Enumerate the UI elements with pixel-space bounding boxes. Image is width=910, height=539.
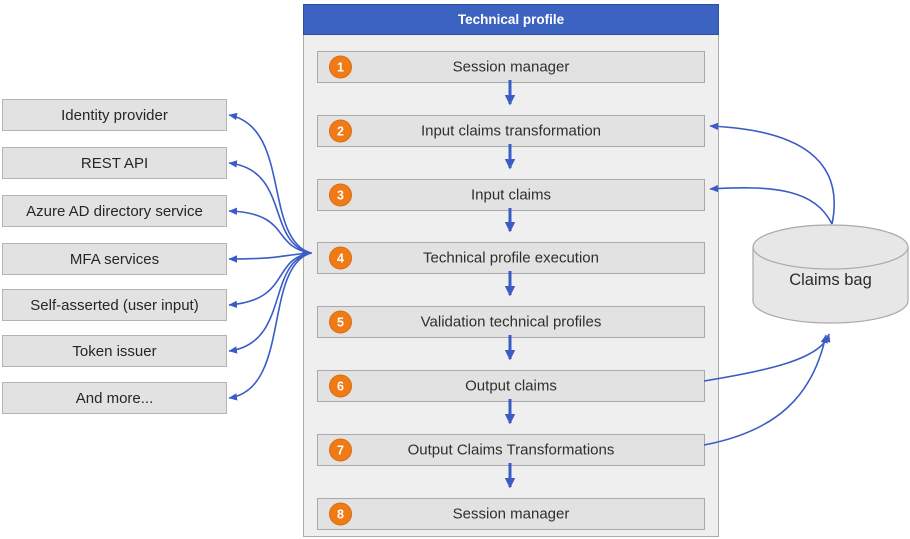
step-5-validation-technical-profiles: 5 Validation technical profiles <box>317 306 705 338</box>
step-label: Technical profile execution <box>423 249 599 267</box>
step-number-badge: 6 <box>329 374 352 398</box>
step-1-session-manager: 1 Session manager <box>317 51 705 83</box>
step-6-output-claims: 6 Output claims <box>317 370 705 402</box>
step-number-badge: 4 <box>329 246 352 270</box>
step-number-badge: 8 <box>329 502 352 526</box>
claims-bag-label: Claims bag <box>789 271 872 289</box>
provider-and-more: And more... <box>2 382 227 414</box>
step-label: Session manager <box>452 58 570 76</box>
step-number-badge: 2 <box>329 119 352 143</box>
provider-self-asserted: Self-asserted (user input) <box>2 289 227 321</box>
step-label: Session manager <box>452 505 570 523</box>
panel-title: Technical profile <box>303 4 719 35</box>
provider-azure-ad-directory-service: Azure AD directory service <box>2 195 227 227</box>
step-label: Validation technical profiles <box>420 313 602 331</box>
step-label: Output Claims Transformations <box>407 441 615 459</box>
step-number-badge: 5 <box>329 310 352 334</box>
provider-mfa-services: MFA services <box>2 243 227 275</box>
step-4-technical-profile-execution: 4 Technical profile execution <box>317 242 705 274</box>
step-number-badge: 3 <box>329 183 352 207</box>
step-label: Input claims <box>470 186 552 204</box>
provider-arrows <box>228 112 313 401</box>
step-label: Output claims <box>465 377 557 395</box>
step-3-input-claims: 3 Input claims <box>317 179 705 211</box>
technical-profile-panel: Technical profile 1 Session manager 2 In… <box>303 4 719 537</box>
provider-token-issuer: Token issuer <box>2 335 227 367</box>
step-8-session-manager: 8 Session manager <box>317 498 705 530</box>
step-7-output-claims-transformations: 7 Output Claims Transformations <box>317 434 705 466</box>
provider-rest-api: REST API <box>2 147 227 179</box>
step-number-badge: 1 <box>329 55 352 79</box>
provider-identity-provider: Identity provider <box>2 99 227 131</box>
step-2-input-claims-transformation: 2 Input claims transformation <box>317 115 705 147</box>
step-number-badge: 7 <box>329 438 352 462</box>
step-label: Input claims transformation <box>420 122 602 140</box>
